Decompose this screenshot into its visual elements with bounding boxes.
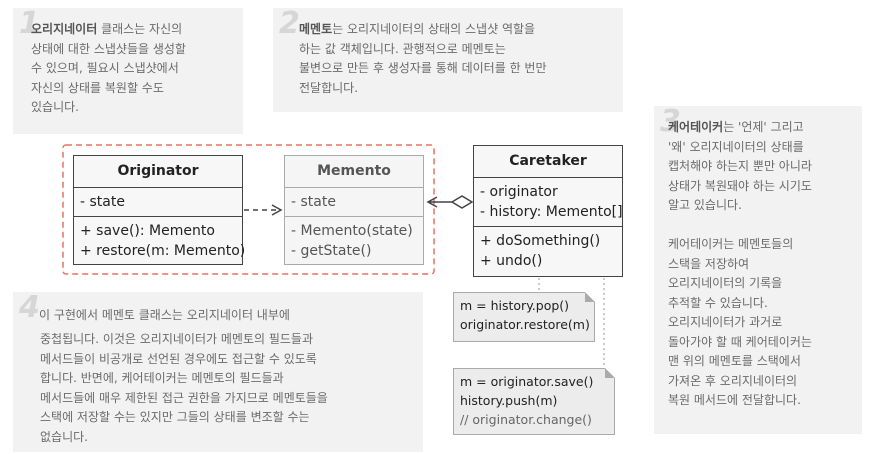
caretaker-method-undo: + undo() <box>480 253 543 269</box>
note-1-line-4: 자신의 상태를 복원할 수도 <box>31 80 164 95</box>
originator-method-restore: + restore(m: Memento) <box>80 243 246 259</box>
note-1: 1 오리지네이터 클래스는 자신의 상태에 대한 스냅샷들을 생성할 수 있으며… <box>13 6 243 134</box>
caretaker-method-dosomething: + doSomething() <box>480 233 601 249</box>
caretaker-class: Caretaker - originator - history: Mement… <box>473 145 623 277</box>
note-2-number: 2 <box>279 6 300 41</box>
note-3-line-2: '왜' 오리지네이터의 상태를 <box>668 139 804 154</box>
note-4-number: 4 <box>19 290 40 325</box>
note-2-line-3: 불변으로 만든 후 생성자를 통해 데이터를 한 번만 <box>299 61 547 75</box>
caretaker-methods: + doSomething() + undo() <box>474 227 622 275</box>
note-3-line-3: 캡처해야 하는지 뿐만 아니라 <box>668 159 812 173</box>
originator-class: Originator - state + save(): Memento + r… <box>73 155 246 265</box>
note-1-keyword: 오리지네이터 <box>31 22 98 36</box>
memento-method-constructor: - Memento(state) <box>291 223 413 239</box>
note-1-number: 1 <box>19 6 40 41</box>
undo-code-line-2: originator.restore(m) <box>460 317 590 332</box>
memento-fields: - state <box>285 188 423 217</box>
note-1-line-1: 클래스는 자신의 <box>97 22 183 36</box>
memento-class: Memento - state - Memento(state) - getSt… <box>284 155 424 265</box>
note-1-line-5: 있습니다. <box>31 100 79 114</box>
caretaker-fields: - originator - history: Memento[] <box>474 178 623 227</box>
note-3-line-4: 상태가 복원돼야 하는 시기도 <box>668 178 812 193</box>
note-3-line-10: 추적할 수 있습니다. <box>668 295 768 310</box>
note-3-line-14: 가져온 후 오리지네이터의 <box>668 373 798 388</box>
dosomething-code-line-1: m = originator.save() <box>460 374 594 389</box>
dependency-arrowhead <box>271 204 283 216</box>
note-3-line-12: 돌아가야 할 때 케어테이커는 <box>668 334 812 349</box>
note-4-line-7: 없습니다. <box>40 429 88 444</box>
note-2-keyword: 메멘토 <box>299 22 333 36</box>
note-3-line-15: 복원 메서드에 전달합니다. <box>668 393 801 407</box>
note-3-number: 3 <box>660 104 681 139</box>
note-3-keyword: 케어테이커 <box>668 120 724 134</box>
note-2-line-1: 는 오리지네이터의 상태의 스냅샷 역할을 <box>332 22 536 36</box>
caretaker-field-originator: - originator <box>480 184 558 200</box>
dosomething-code-line-3: // originator.change() <box>460 412 592 427</box>
note-3-line-13: 맨 위의 메멘토를 스택에서 <box>668 354 801 368</box>
memento-method-getstate: - getState() <box>291 243 372 259</box>
note-3-line-1: 는 '언제' 그리고 <box>723 120 804 134</box>
note-4-line-3: 메서드들이 비공개로 선언된 경우에도 접근할 수 있도록 <box>40 351 317 366</box>
note-4-line-2: 중첩됩니다. 이것은 오리지네이터가 메멘토의 필드들과 <box>40 332 313 346</box>
note-2: 2 메멘토는 오리지네이터의 상태의 스냅샷 역할을 하는 값 객체입니다. 관… <box>273 6 623 112</box>
note-fold-corner <box>605 368 615 378</box>
note-fold-corner <box>585 292 595 302</box>
dosomething-code-line-2: history.push(m) <box>460 393 558 408</box>
memento-methods: - Memento(state) - getState() <box>285 217 423 265</box>
undo-code-note: m = history.pop() originator.restore(m) <box>453 292 595 342</box>
note-3: 3 케어테이커는 '언제' 그리고 '왜' 오리지네이터의 상태를 캡처해야 하… <box>654 104 862 434</box>
note-4-line-6: 스택에 저장할 수는 있지만 그들의 상태를 변조할 수는 <box>40 410 310 424</box>
undo-code-line-1: m = history.pop() <box>460 298 570 313</box>
originator-methods: + save(): Memento + restore(m: Memento) <box>74 217 246 265</box>
nested-class-boundary <box>62 144 435 275</box>
caretaker-field-history: - history: Memento[] <box>480 204 623 220</box>
note-2-line-4: 전달합니다. <box>299 80 359 95</box>
note-3-line-5: 알고 있습니다. <box>668 198 742 212</box>
note-1-line-2: 상태에 대한 스냅샷들을 생성할 <box>31 41 186 56</box>
note-4-line-5: 메서드들에 매우 제한된 접근 권한을 가지므로 메멘토들을 <box>40 390 328 405</box>
note-3-line-9: 오리지네이터의 기록을 <box>668 276 783 290</box>
note-1-line-3: 수 있으며, 필요시 스냅샷에서 <box>31 61 179 75</box>
memento-field-state: - state <box>291 194 336 210</box>
note-3-line-8: 스택을 저장하여 <box>668 256 750 271</box>
originator-class-name: Originator <box>74 156 242 188</box>
note-2-line-2: 하는 값 객체입니다. 관행적으로 메멘토는 <box>299 41 506 56</box>
note-4: 4 이 구현에서 메멘토 클래스는 오리지네이터 내부에 <box>13 290 423 452</box>
originator-method-save: + save(): Memento <box>80 223 215 239</box>
note-4-continuation: 중첩됩니다. 이것은 오리지네이터가 메멘토의 필드들과 메서드들이 비공개로 … <box>28 330 423 452</box>
note-4-line-1: 이 구현에서 메멘토 클래스는 오리지네이터 내부에 <box>39 308 290 322</box>
note-3-line-11: 오리지네이터가 과거로 <box>668 315 783 329</box>
memento-class-name: Memento <box>285 156 423 188</box>
dosomething-code-note: m = originator.save() history.push(m) //… <box>453 368 615 435</box>
aggregation-arrowhead <box>426 196 438 208</box>
aggregation-diamond <box>450 195 474 209</box>
originator-fields: - state <box>74 188 242 217</box>
originator-field-state: - state <box>80 194 125 210</box>
note-4-line-4: 합니다. 반면에, 케어테이커는 메멘토의 필드들과 <box>40 371 284 385</box>
caretaker-class-name: Caretaker <box>474 146 622 178</box>
note-3-line-7: 케어테이커는 메멘토들의 <box>668 237 794 251</box>
